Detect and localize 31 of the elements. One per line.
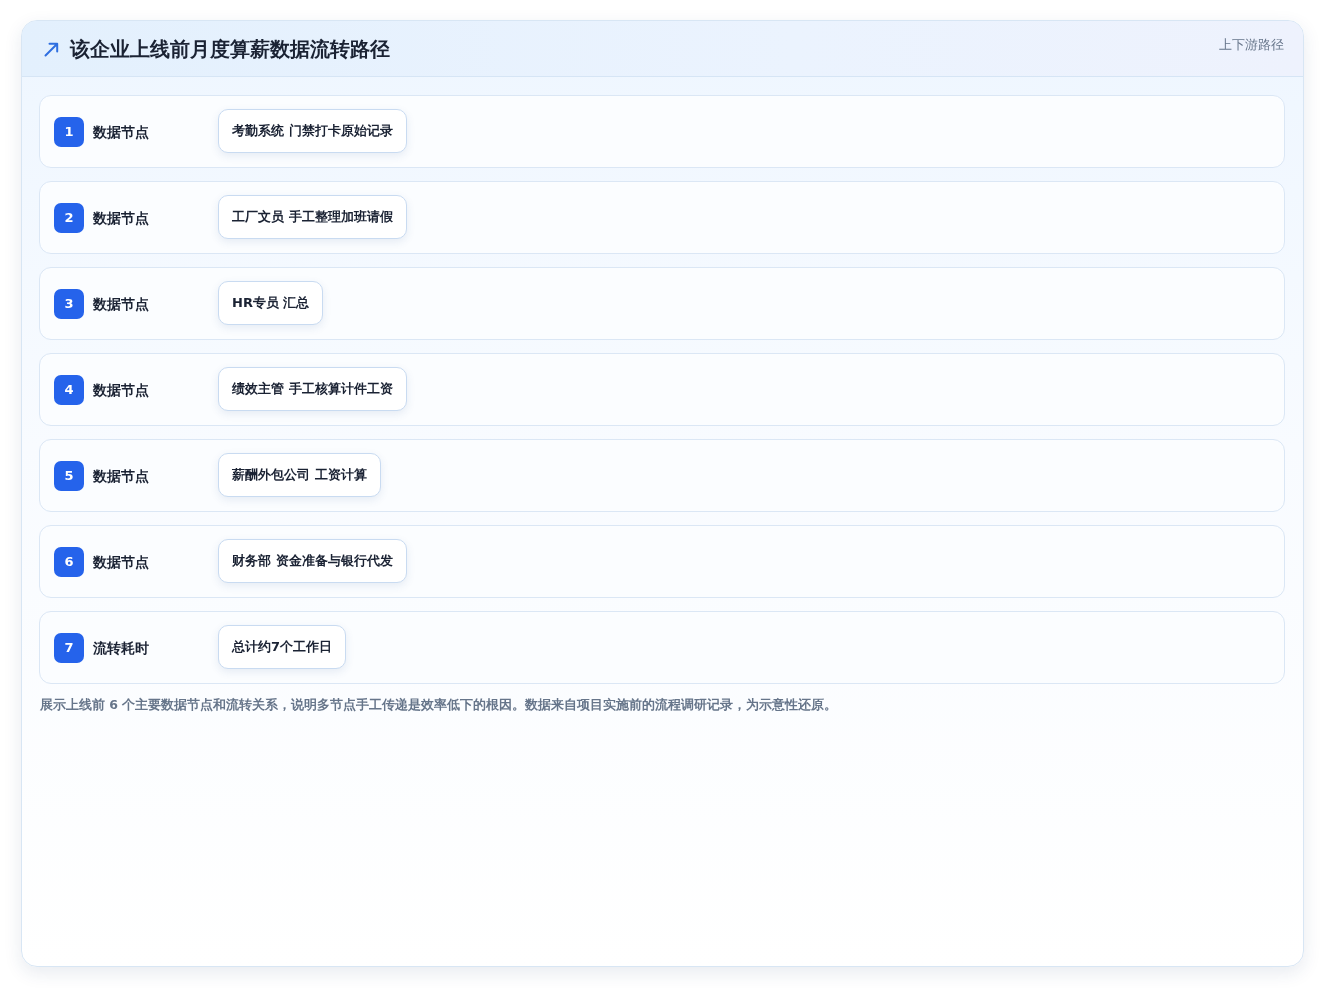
row-label: 数据节点	[93, 467, 149, 486]
step-chip: 总计约7个工作日	[218, 625, 347, 669]
title: 该企业上线前月度算薪数据流转路径	[70, 36, 390, 63]
step-chip: 薪酬外包公司 工资计算	[218, 453, 381, 497]
row-label: 数据节点	[93, 123, 149, 142]
step-number: 3	[54, 289, 84, 319]
row-card	[39, 353, 1285, 426]
header-tag: 上下游路径	[1219, 36, 1284, 54]
step-chip: 绩效主管 手工核算计件工资	[218, 367, 407, 411]
step-number: 7	[54, 633, 84, 663]
step-chip: 财务部 资金准备与银行代发	[218, 539, 407, 583]
step-number: 2	[54, 203, 84, 233]
row-card	[39, 267, 1285, 340]
step-chip: 考勤系统 门禁打卡原始记录	[218, 109, 407, 153]
step-number: 4	[54, 375, 84, 405]
row-card	[39, 95, 1285, 168]
row-label: 数据节点	[93, 209, 149, 228]
step-chip: HR专员 汇总	[218, 281, 324, 325]
step-number: 6	[54, 547, 84, 577]
caption: 展示上线前 6 个主要数据节点和流转关系，说明多节点手工传递是效率低下的根因。数据来自项目实施前的流程调研记录，为示意性还原。	[40, 696, 838, 714]
step-number: 5	[54, 461, 84, 491]
row-card	[39, 525, 1285, 598]
step-number: 1	[54, 117, 84, 147]
row-label: 数据节点	[93, 381, 149, 400]
row-label: 流转耗时	[93, 639, 149, 658]
row-card	[39, 611, 1285, 684]
row-label: 数据节点	[93, 553, 149, 572]
row-card	[39, 439, 1285, 512]
row-card	[39, 181, 1285, 254]
step-chip: 工厂文员 手工整理加班请假	[218, 195, 407, 239]
row-label: 数据节点	[93, 295, 149, 314]
